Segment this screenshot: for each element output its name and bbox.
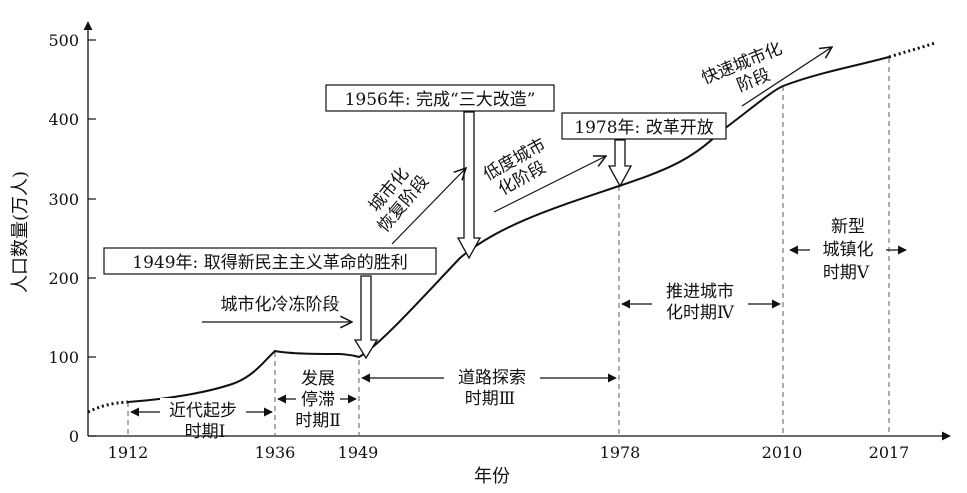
x-tick-labels: 1912 1936 1949 1978 2010 2017 (108, 443, 910, 462)
period-separators (127, 58, 890, 436)
period-2-label-bg (296, 388, 340, 410)
population-curve (127, 56, 890, 403)
stage-freeze-label: 城市化冷冻阶段 (221, 295, 340, 315)
period-4-line1: 推进城市 (666, 282, 734, 302)
x-tick-label: 1949 (338, 443, 379, 462)
event-1978-label: 1978年: 改革开放 (574, 118, 713, 138)
x-tick-label: 1978 (600, 443, 641, 462)
x-tick-label: 2010 (762, 443, 803, 462)
period-4-label-bg (652, 292, 748, 318)
period-1-line2: 时期Ⅰ (185, 422, 226, 442)
y-tick-label: 0 (69, 427, 79, 446)
period-5-line1: 新型 (831, 217, 865, 237)
y-tick-label: 200 (48, 269, 79, 288)
period-4-line2: 化时期Ⅳ (666, 303, 735, 323)
x-tick-label: 1936 (255, 443, 296, 462)
period-1-line1: 近代起步 (169, 401, 237, 421)
y-tick-labels: 0 100 200 300 400 500 (48, 31, 79, 446)
period-3-line1: 道路探索 (458, 368, 526, 388)
stage-fast-arrow (741, 47, 832, 107)
stage-low-arrow (493, 156, 606, 213)
stage-recovery: 城市化 恢复阶段 (365, 164, 433, 236)
arrow-1978-down (607, 139, 633, 188)
stage-low: 低度城市 化阶段 (480, 135, 549, 200)
x-tick-label: 2017 (869, 443, 910, 462)
period-3-label-bg (444, 365, 540, 391)
x-tick-label: 1912 (108, 443, 149, 462)
y-tick-label: 400 (48, 110, 79, 129)
period-1-label-bg (160, 398, 246, 424)
period-3-line2: 时期Ⅲ (465, 389, 515, 409)
event-1978: 1978年: 改革开放 (561, 112, 727, 140)
y-ticks (88, 39, 96, 437)
y-tick-label: 500 (48, 31, 79, 50)
period-2-line1: 发展 (301, 369, 335, 389)
arrow-1949-down (353, 275, 379, 360)
period-2-line2: 停滞 (301, 390, 335, 410)
event-1949-label: 1949年: 取得新民主主义革命的胜利 (132, 253, 407, 273)
event-1949: 1949年: 取得新民主主义革命的胜利 (103, 247, 437, 275)
arrow-1956-down (456, 111, 482, 260)
y-axis-label: 人口数量(万人) (10, 171, 31, 293)
stage-recovery-arrow (391, 168, 466, 245)
period-5-line2: 城镇化 (823, 240, 874, 260)
period-2-line3: 时期Ⅱ (295, 411, 341, 431)
stage-fast: 快速城市化 阶段 (699, 39, 785, 97)
x-axis-label: 年份 (474, 466, 510, 487)
population-curve-late-dotted (888, 41, 936, 59)
period-5-line3: 时期Ⅴ (823, 263, 870, 283)
population-curve-early-dotted (87, 400, 129, 414)
y-tick-label: 100 (48, 348, 79, 367)
event-1956: 1956年: 完成“三大改造” (325, 84, 555, 112)
y-tick-label: 300 (48, 190, 79, 209)
event-1956-label: 1956年: 完成“三大改造” (345, 90, 536, 110)
